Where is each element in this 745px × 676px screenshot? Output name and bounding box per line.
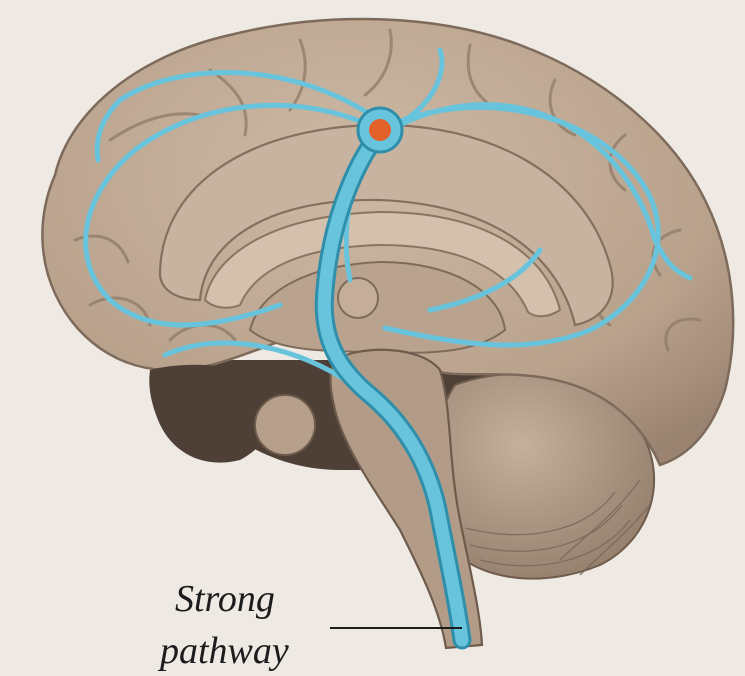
origin-nucleus bbox=[369, 119, 391, 141]
strong-pathway-label-line-2: pathway bbox=[160, 632, 289, 670]
strong-pathway-label-line-1: Strong bbox=[175, 580, 275, 618]
pons-bulb bbox=[255, 395, 315, 455]
thalamic-nucleus bbox=[338, 278, 378, 318]
